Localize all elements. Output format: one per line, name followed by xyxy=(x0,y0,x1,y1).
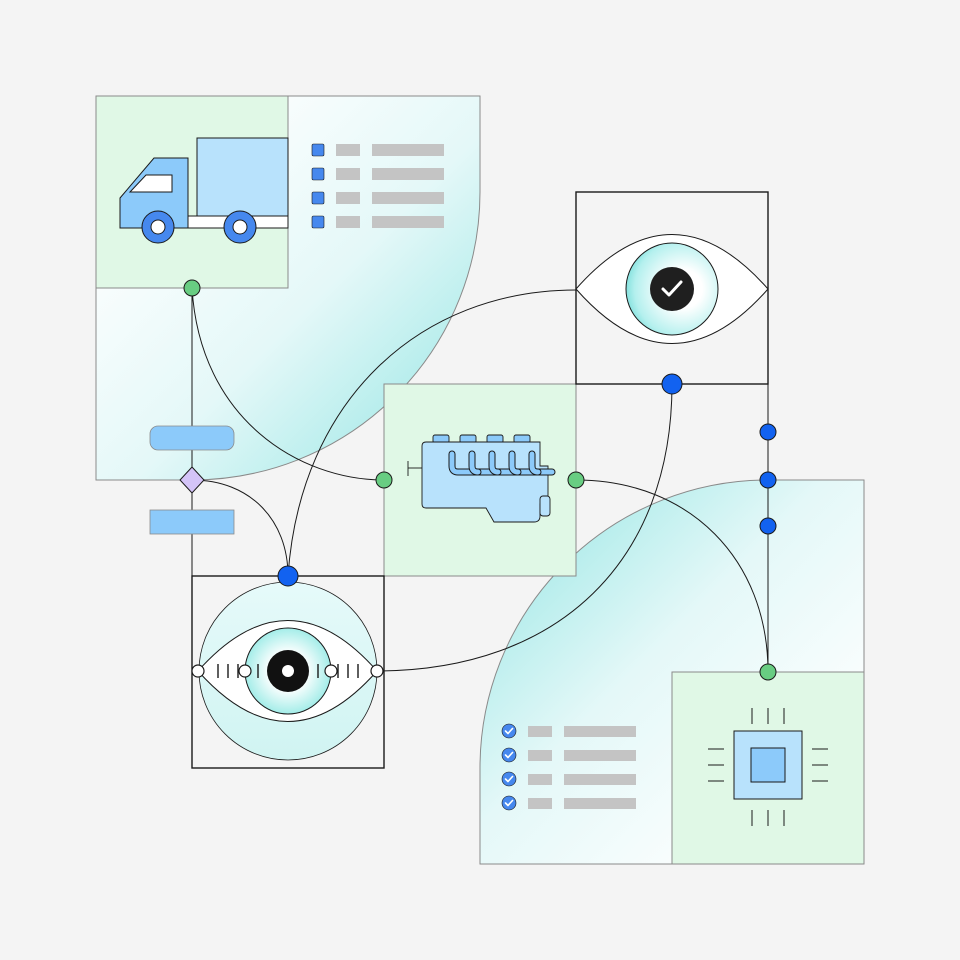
node-eye-check-out xyxy=(661,373,683,395)
flow-curve-engine-chip xyxy=(575,479,769,673)
scan-ticks xyxy=(217,664,359,678)
node-engine-out xyxy=(567,471,585,489)
eye-check-pupil xyxy=(650,267,694,311)
node-chip-in xyxy=(759,663,777,681)
checkmark-icon xyxy=(501,747,517,763)
node-eye-scan-in xyxy=(277,565,299,587)
flow-curve-truck-engine xyxy=(191,287,385,481)
truck-icon xyxy=(119,137,289,244)
checkmark-icon xyxy=(501,771,517,787)
list-item xyxy=(311,191,444,205)
process-step-rounded xyxy=(149,425,235,451)
checkmark-icon xyxy=(661,280,683,297)
node-engine-in xyxy=(375,471,393,489)
list-item xyxy=(311,215,444,229)
checklist xyxy=(501,723,636,811)
scan-handle-right xyxy=(370,664,384,678)
scan-handle-left xyxy=(191,664,205,678)
flow-curve-eye-top xyxy=(287,289,577,577)
list-item xyxy=(501,771,636,787)
flow-curve-eye-bottom-top xyxy=(375,383,673,672)
scan-handle-inner-right xyxy=(324,664,338,678)
microchip-icon xyxy=(708,708,828,826)
eye-scan-pupil-glint xyxy=(282,665,294,677)
eye-check-box xyxy=(575,191,769,385)
decision-diamond-icon xyxy=(179,466,205,494)
process-step xyxy=(149,509,235,535)
list-item xyxy=(501,723,636,739)
engine-icon xyxy=(407,434,556,523)
list-item xyxy=(501,747,636,763)
node-waypoint xyxy=(759,517,777,535)
list-item xyxy=(311,143,444,157)
scan-handle-inner-left xyxy=(238,664,252,678)
checkmark-icon xyxy=(501,723,517,739)
node-truck-out xyxy=(183,279,201,297)
list-item xyxy=(501,795,636,811)
node-waypoint xyxy=(759,471,777,489)
node-waypoint xyxy=(759,423,777,441)
checkmark-icon xyxy=(501,795,517,811)
nodes xyxy=(183,279,777,681)
list-item xyxy=(311,167,444,181)
flow-curve-diamond-eye xyxy=(191,479,289,577)
shipment-list xyxy=(311,143,444,229)
eye-scan-box xyxy=(191,575,385,769)
